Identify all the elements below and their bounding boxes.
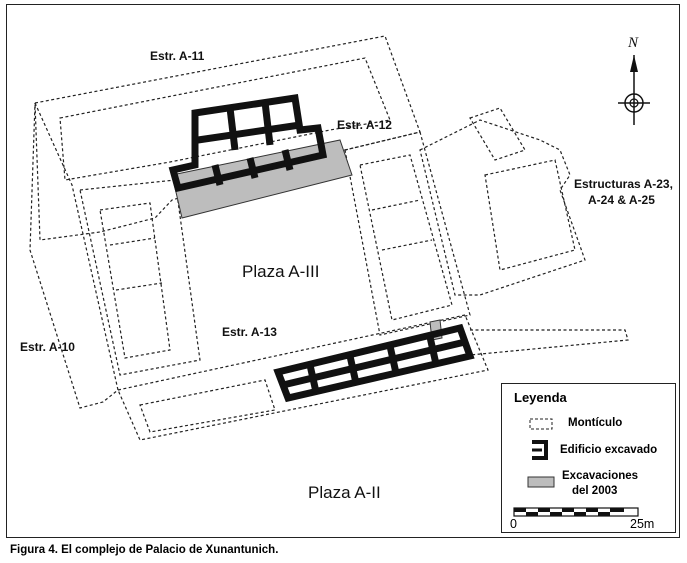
label-estructuras-line2: A-24 & A-25 [588,193,655,207]
scale-bar [513,507,639,517]
map-frame [6,4,680,538]
excavation-symbol-icon [527,476,555,488]
excavated-building-a11 [168,94,328,193]
scale-end: 25m [630,517,655,531]
label-plaza-a3: Plaza A-III [242,262,320,281]
mound-symbol-icon [529,418,553,430]
label-estr-a10: Estr. A-10 [20,340,75,354]
north-label: N [628,35,639,51]
mound-a10 [29,102,201,409]
legend-excavation-year: del 2003 [572,485,618,497]
legend-title: Leyenda [514,390,567,405]
label-estr-a12: Estr. A-12 [337,118,392,132]
legend-excavation: Excavaciones [562,470,639,482]
mound-a13 [117,314,489,441]
figure-caption: Figura 4. El complejo de Palacio de Xuna… [10,544,279,556]
excavated-building-a13 [273,319,475,403]
scale-start: 0 [510,517,517,531]
mound-a23-a25 [419,107,629,356]
label-estr-a11: Estr. A-11 [150,49,205,63]
mound-a12 [344,131,471,336]
mound-a11 [34,35,421,241]
legend-symbols [513,418,639,517]
north-arrow-icon [618,55,650,125]
legend: Leyenda Montículo Edificio excavado Exca… [501,383,676,533]
building-symbol-icon [532,440,548,460]
label-plaza-a2: Plaza A-II [308,483,381,502]
legend-mound: Montículo [568,417,623,429]
label-estr-a13: Estr. A-13 [222,325,277,339]
label-estructuras-line1: Estructuras A-23, [574,177,673,191]
legend-building: Edificio excavado [560,444,658,456]
